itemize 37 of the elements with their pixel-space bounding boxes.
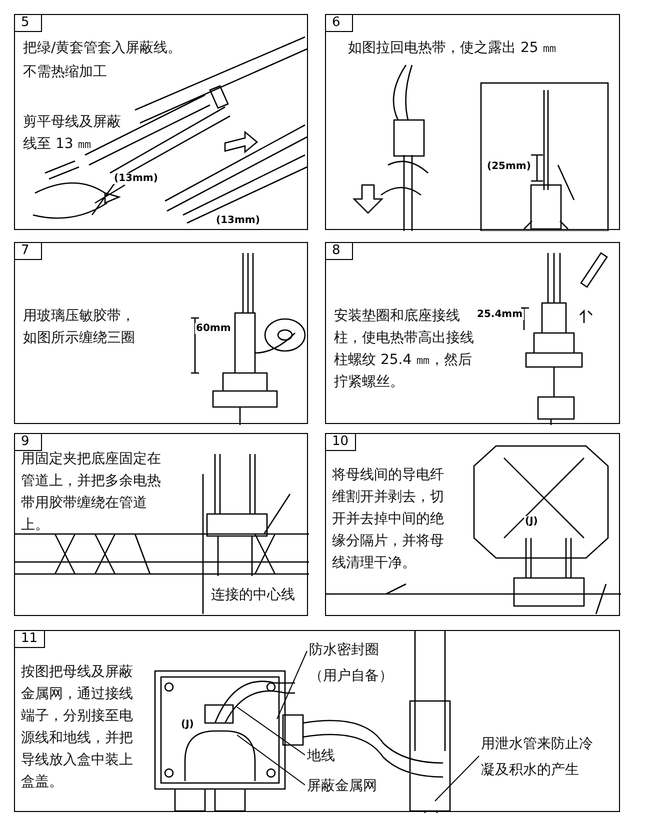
instruction-text: 如图拉回电热带，使之露出 25 ㎜: [348, 39, 558, 58]
step-number: 5: [14, 14, 42, 32]
instruction-text: 把绿/黄套管套入屏蔽线。: [23, 39, 183, 58]
callout-label: 地线: [307, 743, 357, 769]
part-marking: (J): [524, 516, 539, 527]
leader-line: [236, 734, 306, 786]
instruction-text: 用玻璃压敏胶带，如图所示缠绕三圈: [23, 307, 136, 348]
dimension-label: (25mm): [486, 161, 532, 172]
part-marking: (J): [180, 719, 195, 730]
dimension-label: 60mm: [195, 323, 232, 334]
instruction-text: 用固定夹把底座固定在管道上，并把多余电热带用胶带缠绕在管道上。: [21, 450, 162, 535]
instruction-panel: [14, 14, 308, 230]
instruction-text: 安装垫圈和底座接线柱，使电热带高出接线柱螺纹 25.4 ㎜，然后拧紧螺丝。: [334, 307, 474, 392]
dimension-label: (13mm): [215, 215, 261, 226]
instruction-panel: [14, 242, 308, 424]
instruction-text: 按图把母线及屏蔽金属网，通过接线端子，分别接至电源线和地线，并把导线放入盒中装上盒盖。: [21, 663, 134, 792]
leader-line: [236, 706, 306, 756]
step-number: 11: [14, 630, 45, 648]
instruction-text: 将母线间的导电纤维割开并剥去，切开并去掉中间的绝缘分隔片，并将母线清理干净。: [332, 466, 445, 573]
step-number: 9: [14, 433, 42, 451]
instruction-text: 连接的中心线: [211, 586, 296, 605]
instruction-panel: [14, 630, 620, 812]
instruction-panel: [325, 242, 620, 424]
step-number: 6: [325, 14, 353, 32]
dimension-label: 25.4mm: [476, 309, 524, 320]
instruction-text: 不需热缩加工: [23, 63, 108, 82]
dimension-label: (13mm): [113, 173, 159, 184]
callout-label: 屏蔽金属网: [307, 773, 397, 799]
step-number: 8: [325, 242, 353, 260]
leader-line: [434, 756, 480, 802]
callout-label: 用泄水管来防止冷凝及积水的产生: [481, 731, 601, 783]
leader-line: [276, 650, 308, 720]
step-number: 10: [325, 433, 356, 451]
step-number: 7: [14, 242, 42, 260]
instruction-panel: [325, 14, 620, 230]
callout-label: 防水密封圈（用户自备）: [309, 637, 399, 689]
instruction-text: 剪平母线及屏蔽线至 13 ㎜: [23, 113, 122, 154]
